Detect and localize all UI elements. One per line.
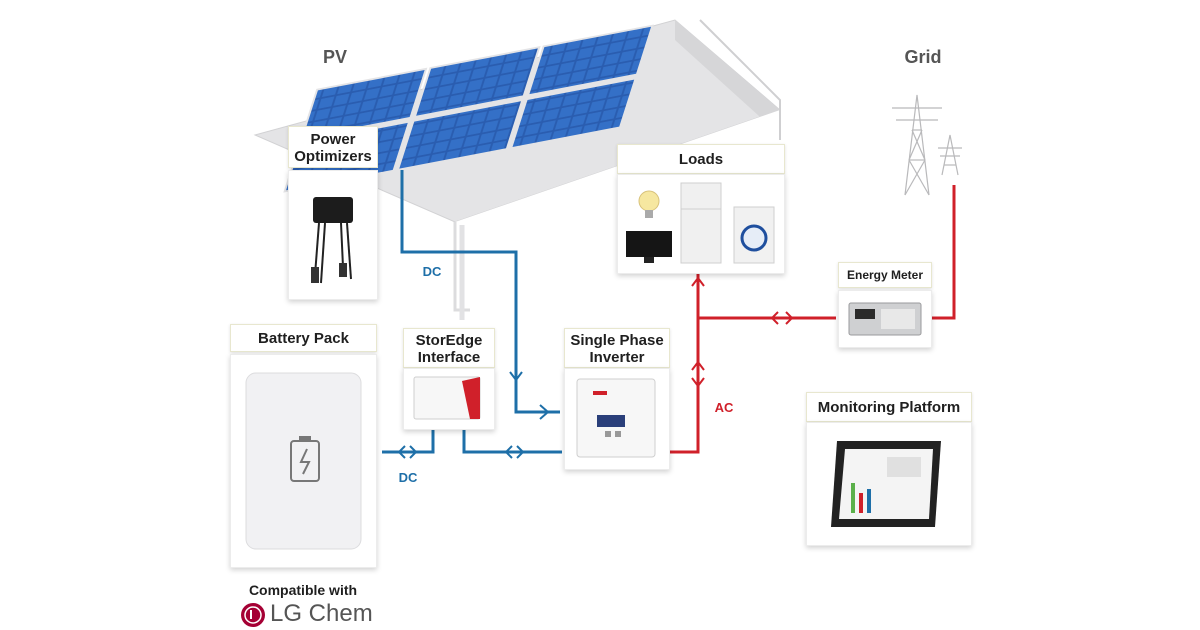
battery-pack-title: Battery Pack — [258, 330, 349, 347]
wall-outline — [699, 19, 781, 140]
storedge-device-icon — [413, 376, 481, 420]
monitoring-card — [806, 422, 972, 546]
inverter-label-box: Single Phase Inverter — [564, 328, 670, 368]
power-optimizer-card — [288, 170, 378, 300]
refrigerator-icon — [680, 182, 722, 264]
power-optimizer-icon — [311, 197, 353, 284]
ac-arrows — [691, 276, 794, 388]
pv-label: PV — [322, 47, 347, 67]
solar-panel — [509, 77, 638, 150]
dc-arrows — [397, 371, 550, 459]
dc-label-top: DC — [422, 264, 442, 279]
inverter-card — [564, 368, 670, 470]
solar-panel — [526, 24, 654, 97]
solar-array — [283, 24, 654, 193]
loads-card — [617, 174, 785, 274]
roof-edge — [675, 20, 780, 135]
power-optimizers-title: Power Optimizers — [294, 131, 372, 165]
ac-line-meter-to-grid — [930, 185, 956, 320]
storedge-card — [403, 368, 495, 430]
power-optimizers-label-box: Power Optimizers — [288, 126, 378, 168]
lg-logo-icon — [241, 603, 265, 627]
energy-meter-card — [838, 290, 932, 348]
tablet-icon — [831, 441, 941, 527]
inverter-device-icon — [576, 378, 656, 458]
washing-machine-icon — [733, 206, 775, 264]
dc-label-bottom: DC — [398, 470, 418, 485]
compatible-with-text: Compatible with — [248, 582, 358, 598]
ac-label: AC — [714, 400, 734, 415]
storedge-title: StorEdge Interface — [415, 332, 483, 366]
power-tower-icon — [892, 94, 962, 196]
solar-panel — [396, 98, 524, 171]
monitoring-title: Monitoring Platform — [817, 399, 961, 416]
battery-pack-label-box: Battery Pack — [230, 324, 377, 352]
ac-line-inverter-to-loads — [668, 270, 700, 454]
dc-line-battery-to-storedge — [382, 428, 435, 454]
loads-title: Loads — [678, 151, 724, 168]
energy-meter-icon — [848, 302, 922, 336]
solar-panel — [413, 46, 541, 119]
dc-line-pv-to-inverter — [400, 170, 560, 414]
lg-chem-text: LG Chem — [270, 600, 373, 627]
monitoring-label-box: Monitoring Platform — [806, 392, 972, 422]
loads-label-box: Loads — [617, 144, 785, 174]
ac-wiring — [668, 185, 956, 454]
battery-charging-icon — [290, 436, 320, 482]
grid-label: Grid — [904, 47, 942, 67]
energy-meter-title: Energy Meter — [846, 268, 924, 282]
inverter-title: Single Phase Inverter — [570, 332, 664, 366]
battery-pack-card — [230, 354, 377, 568]
energy-meter-label-box: Energy Meter — [838, 262, 932, 288]
dc-line-storedge-to-inverter — [462, 428, 562, 454]
tv-icon — [626, 231, 672, 263]
storedge-label-box: StorEdge Interface — [403, 328, 495, 368]
light-bulb-icon — [638, 190, 660, 218]
